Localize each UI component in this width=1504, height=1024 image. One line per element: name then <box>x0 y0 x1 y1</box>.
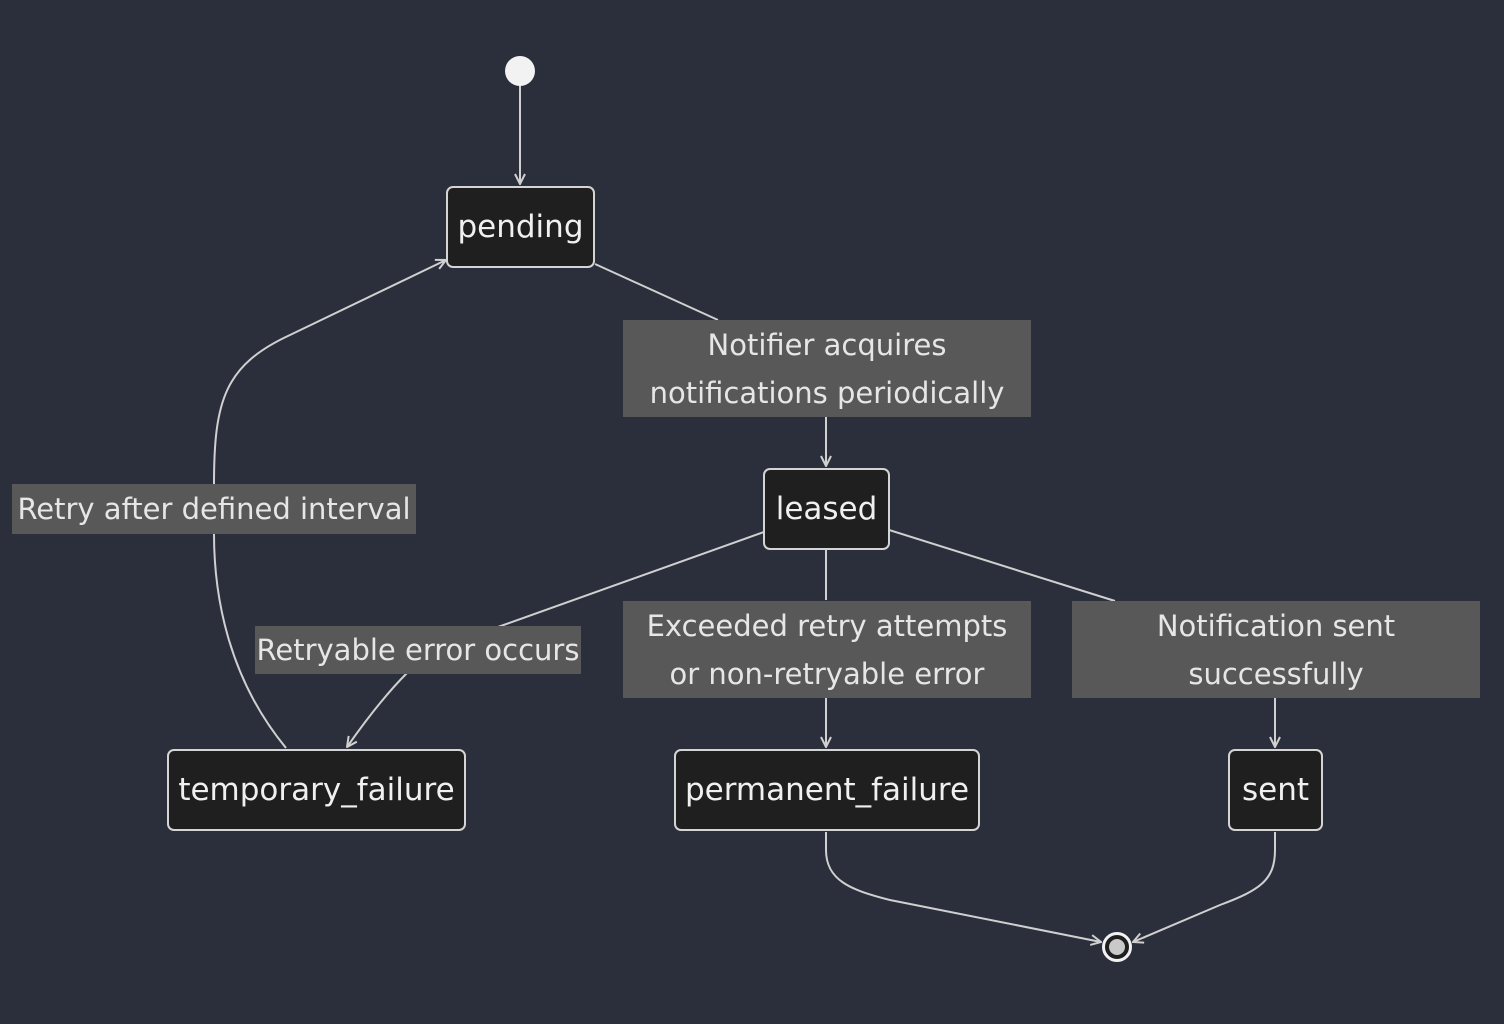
label-retryable: Retryable error occurs <box>255 626 581 674</box>
label-acquire-line-1: Notifier acquires <box>707 327 947 362</box>
label-success-line-2: successfully <box>1188 656 1364 691</box>
label-success: Notification sent successfully <box>1072 601 1480 698</box>
label-retryable-text: Retryable error occurs <box>256 633 580 667</box>
state-leased[interactable]: leased <box>763 468 890 550</box>
edge-leased-sent <box>888 529 1275 747</box>
state-temporary-failure[interactable]: temporary_failure <box>167 749 466 831</box>
label-retry-text: Retry after defined interval <box>17 492 411 526</box>
label-acquire: Notifier acquires notifications periodic… <box>623 320 1031 417</box>
edge-permanent-failure-end <box>825 832 1101 942</box>
label-retry: Retry after defined interval <box>12 484 416 534</box>
edge-temporary-failure-pending <box>213 260 446 749</box>
edge-leased-temporary-failure <box>347 531 765 747</box>
end-state <box>1102 932 1132 962</box>
label-exceeded-line-1: Exceeded retry attempts <box>646 608 1008 643</box>
edge-sent-end <box>1133 832 1276 942</box>
start-state <box>505 56 535 86</box>
state-sent[interactable]: sent <box>1228 749 1323 831</box>
state-permanent-failure[interactable]: permanent_failure <box>674 749 980 831</box>
label-exceeded-line-2: or non-retryable error <box>669 656 985 691</box>
label-success-line-1: Notification sent <box>1156 608 1396 643</box>
label-acquire-line-2: notifications periodically <box>649 375 1005 410</box>
edge-pending-leased <box>594 263 826 466</box>
state-pending[interactable]: pending <box>446 186 595 268</box>
label-exceeded: Exceeded retry attempts or non-retryable… <box>623 601 1031 698</box>
